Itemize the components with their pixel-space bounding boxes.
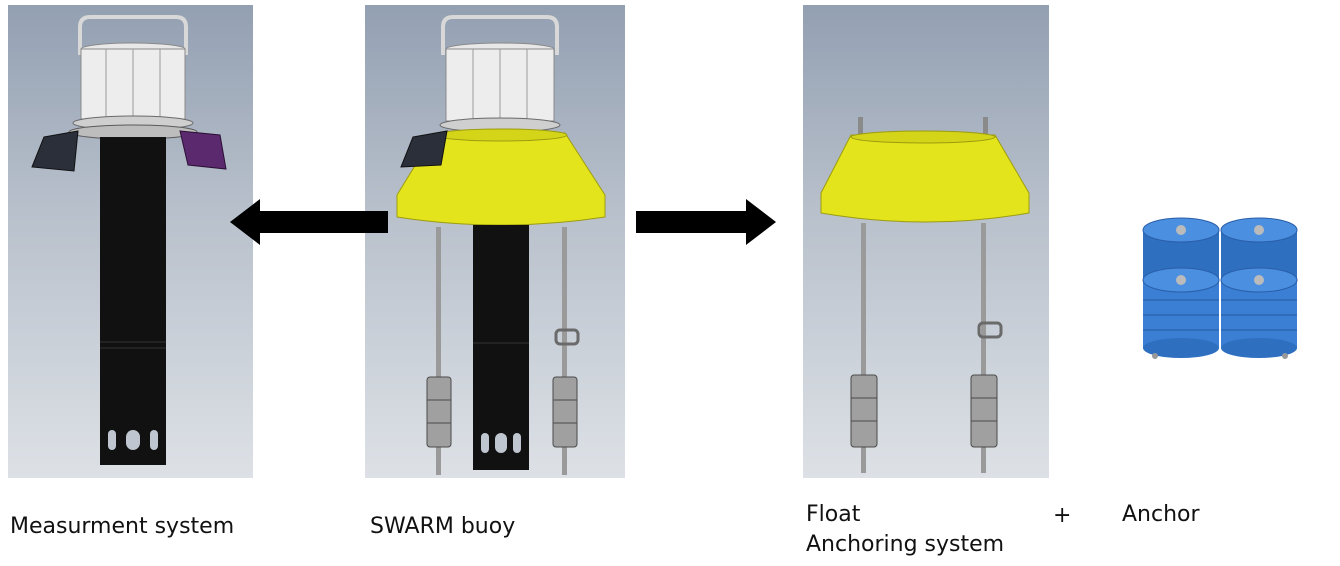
anchor-image (1142, 217, 1298, 359)
swarm-buoy-image (365, 5, 625, 478)
measurement-system-image (8, 5, 253, 478)
caption-anchor: Anchor (1122, 502, 1200, 527)
arrow-left-icon (230, 199, 388, 245)
plus-sign: + (1053, 503, 1072, 528)
arrow-right-icon (636, 199, 776, 245)
caption-swarm-buoy: SWARM buoy (370, 514, 516, 539)
float-anchoring-drawing (820, 117, 1030, 473)
caption-anchoring-system: Anchoring system (806, 532, 1005, 557)
float-anchoring-image (803, 5, 1049, 478)
swarm-buoy-drawing (396, 15, 606, 475)
caption-measurement-system: Measurment system (10, 514, 235, 539)
measurement-system-drawing (31, 15, 227, 465)
caption-float: Float (806, 502, 861, 527)
